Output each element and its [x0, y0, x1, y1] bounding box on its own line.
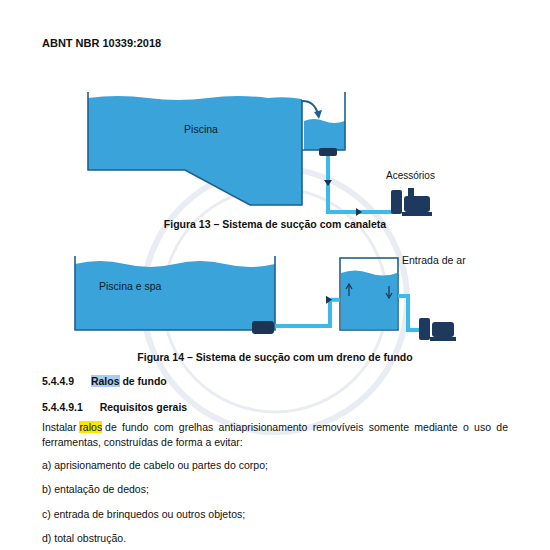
paragraph: Instalarralosde fundo com grelhas antiap… — [42, 420, 508, 450]
flow-arrow — [324, 180, 332, 186]
list-item: c) entrada de brinquedos ou outros objet… — [42, 507, 245, 522]
pool-wall — [75, 256, 275, 330]
pump — [432, 322, 454, 337]
pump — [404, 196, 430, 212]
part-name: Acessórios — [386, 169, 435, 184]
flow-arrow — [386, 286, 392, 298]
tank-area: Entrada de ar — [340, 258, 398, 330]
pool-area: Piscina — [88, 95, 314, 170]
section-number: 5.4.4.9 — [42, 375, 74, 387]
pump-inlet — [408, 188, 414, 196]
section-title: de fundo — [122, 375, 166, 387]
flow-arrow — [346, 284, 352, 296]
section-title: Requisitos gerais — [100, 401, 188, 413]
accessory — [391, 190, 402, 214]
pipe — [398, 296, 420, 330]
subsection-heading: 5.4.4.9.1 Requisitos gerais — [42, 400, 512, 415]
list-item: a) aprisionamento de cabelo ou partes do… — [42, 458, 268, 473]
pool-water — [75, 261, 275, 330]
shape-label: Piscina e spa — [99, 280, 161, 294]
running-header: ABNT NBR 10339:2018 — [42, 36, 161, 52]
pool-wall — [88, 92, 302, 205]
pool-spa-area: Piscina e spa — [75, 262, 275, 330]
list-item: b) entalação de dedos; — [42, 482, 149, 497]
section-title: Ralos — [91, 375, 120, 387]
body-text: de fundo com grelhas antiaprisionamento … — [42, 421, 508, 448]
list-item: d) total obstrução. — [42, 531, 126, 546]
channel-wall — [302, 92, 345, 150]
body-text: Instalar — [42, 421, 76, 433]
drain — [252, 321, 274, 334]
figure-caption: Figura 13 – Sistema de sucção com canale… — [0, 217, 550, 232]
tank-water — [341, 271, 397, 330]
section-heading: 5.4.4.9 Ralosde fundo — [42, 374, 512, 389]
flow-arrow — [326, 296, 332, 304]
arrow-head — [314, 110, 322, 119]
body-text: ralos — [79, 421, 102, 433]
accessory — [419, 318, 430, 340]
drain — [319, 148, 337, 156]
channel-water — [304, 119, 345, 150]
pipe — [328, 156, 392, 212]
flow-arrow — [356, 208, 362, 216]
pool-water — [88, 96, 302, 205]
shape-label: Piscina — [88, 123, 314, 137]
section-number: 5.4.4.9.1 — [42, 401, 83, 413]
tank-wall — [340, 258, 398, 330]
shape-label: Entrada de ar — [402, 254, 466, 268]
figure-caption: Figura 14 – Sistema de sucção com um dre… — [0, 350, 550, 365]
pump-base — [402, 212, 432, 216]
pump-base — [430, 337, 456, 341]
pipe-connector — [275, 300, 340, 326]
